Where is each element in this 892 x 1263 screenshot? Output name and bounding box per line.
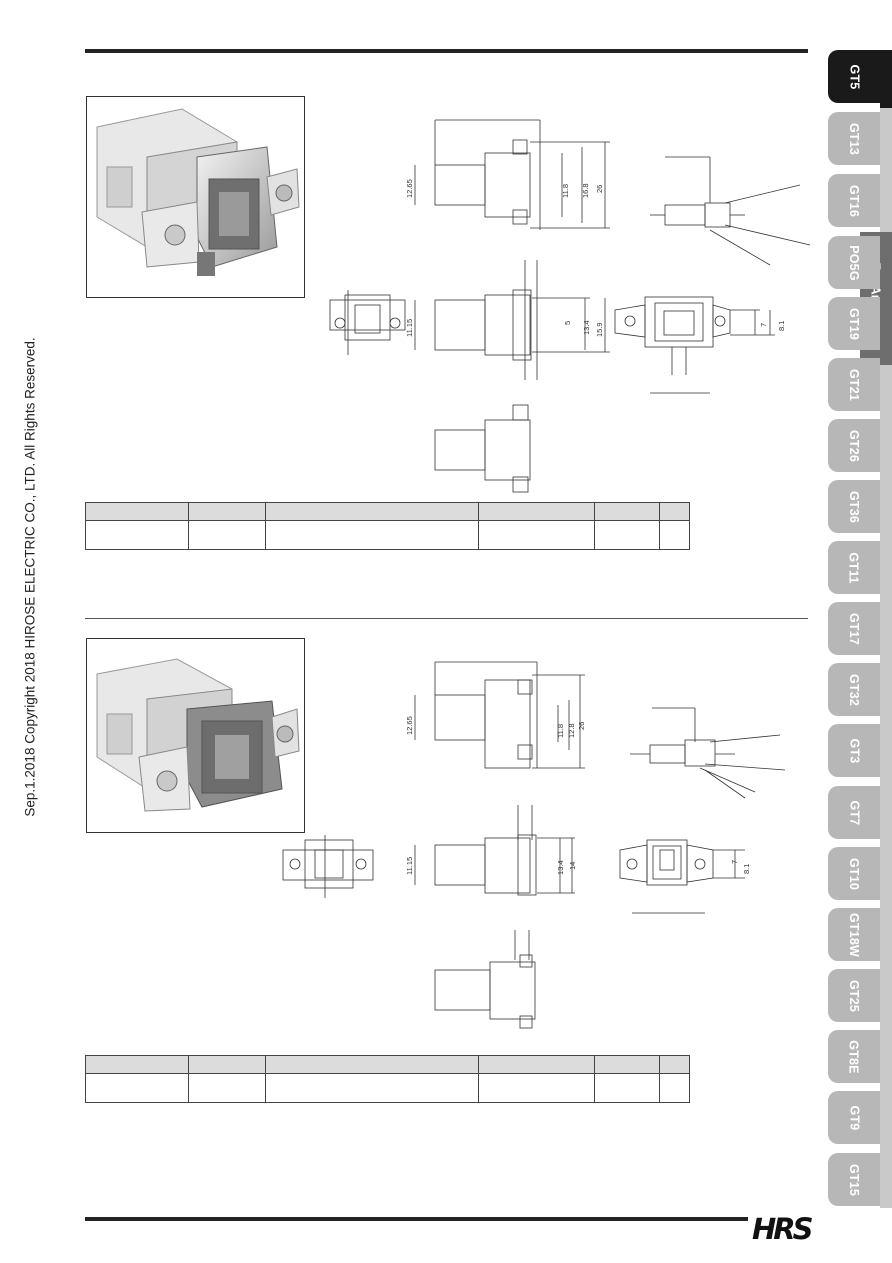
- dim-label: 11.8: [556, 724, 565, 738]
- dim-label: 14: [568, 862, 577, 870]
- table-header-row: [85, 502, 690, 521]
- tab-gt3[interactable]: GT3: [828, 724, 880, 777]
- top-rule: [85, 49, 808, 53]
- technical-drawing-1: 12.65 11.8 16.8 26 11.15 5 13.4 15.9 7 8…: [329, 119, 811, 493]
- tab-gt18w[interactable]: GT18W: [828, 908, 880, 961]
- dim-label: 5: [563, 321, 572, 325]
- dim-label: 12.8: [567, 723, 576, 738]
- dim-label: 26: [595, 185, 604, 193]
- tab-gt25[interactable]: GT25: [828, 969, 880, 1022]
- tab-gt19[interactable]: GT19: [828, 297, 880, 350]
- dim-label: 16.8: [581, 183, 590, 198]
- dim-label: 8.1: [777, 321, 786, 331]
- tab-gt26[interactable]: GT26: [828, 419, 880, 472]
- connector-image-1: [96, 108, 300, 276]
- tab-gt21[interactable]: GT21: [828, 358, 880, 411]
- tab-gt32[interactable]: GT32: [828, 663, 880, 716]
- dim-label: 7: [730, 860, 739, 864]
- tab-gt10[interactable]: GT10: [828, 847, 880, 900]
- tab-gt15[interactable]: GT15: [828, 1153, 880, 1206]
- table-row: [85, 520, 690, 550]
- copyright-text: Sep.1.2018 Copyright 2018 HIROSE ELECTRI…: [22, 337, 38, 817]
- dim-label: 13.4: [556, 860, 565, 875]
- dim-label: 26: [577, 722, 586, 730]
- tab-gt11[interactable]: GT11: [828, 541, 880, 594]
- dim-label: 13.4: [582, 320, 591, 335]
- dim-label: 15.9: [595, 322, 604, 337]
- dim-label: 11.15: [405, 319, 414, 337]
- spec-table-2: [85, 1055, 690, 1103]
- tab-edge-strip: [880, 108, 892, 1208]
- technical-drawing-2: 12.65 11.8 12.8 26 11.15 13.4 14 7 8.1: [282, 661, 786, 1029]
- hrs-logo: HRS: [752, 1212, 813, 1246]
- tab-gt16[interactable]: GT16: [828, 174, 880, 227]
- tab-gt17[interactable]: GT17: [828, 602, 880, 655]
- logo-text: HRS: [752, 1212, 813, 1246]
- bottom-rule: [85, 1217, 748, 1221]
- table-header-row: [85, 1055, 690, 1074]
- dim-label: 12.65: [405, 716, 414, 735]
- tab-edge-strip-active: [880, 50, 892, 108]
- tab-gt5[interactable]: GT5: [828, 50, 880, 103]
- tab-gt7[interactable]: GT7: [828, 786, 880, 839]
- tab-gt8e[interactable]: GT8E: [828, 1030, 880, 1083]
- tab-gt36[interactable]: GT36: [828, 480, 880, 533]
- section-divider: [85, 618, 808, 619]
- product-photo-2: [86, 638, 305, 833]
- product-photo-1: [86, 96, 305, 298]
- dim-label: 11.8: [561, 184, 570, 198]
- tab-po5g[interactable]: PO5G: [828, 236, 880, 289]
- dim-label: 12.65: [405, 179, 414, 198]
- connector-image-2: [96, 658, 300, 812]
- dim-label: 11.15: [405, 857, 414, 875]
- spec-table-1: [85, 502, 690, 550]
- tab-gt13[interactable]: GT13: [828, 112, 880, 165]
- table-row: [85, 1073, 690, 1103]
- tab-gt9[interactable]: GT9: [828, 1091, 880, 1144]
- dim-label: 8.1: [742, 864, 751, 874]
- dim-label: 7: [759, 323, 768, 327]
